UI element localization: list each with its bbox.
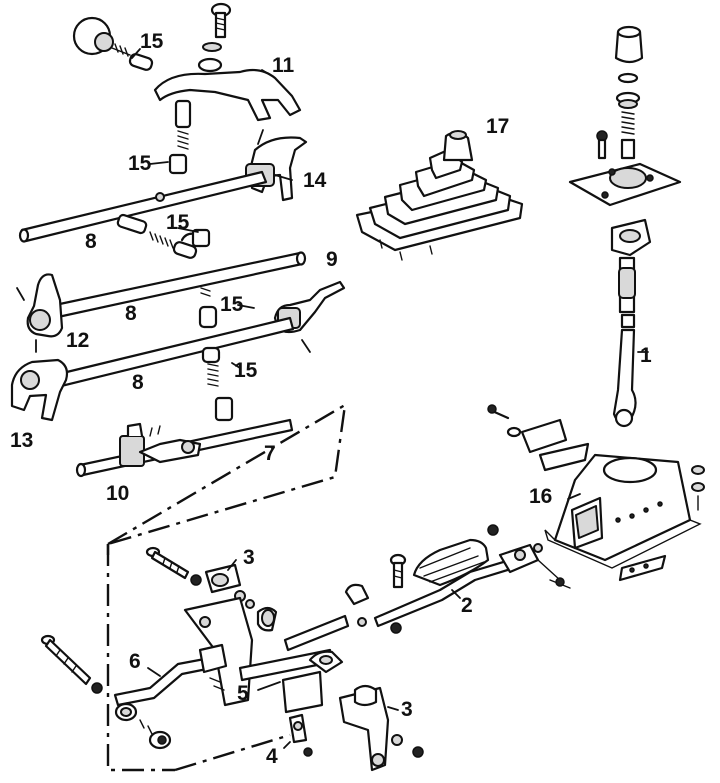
callout-13: 13	[10, 429, 33, 452]
callout-15-upper: 15	[128, 152, 152, 175]
callout-5: 5	[237, 682, 249, 705]
interlock-pin-upper	[168, 99, 192, 175]
linkage-bracket-upper-3	[204, 563, 255, 609]
shift-rod-upper	[18, 170, 268, 243]
detent-pin-set-middle	[116, 213, 211, 259]
linkage-rod-5	[238, 614, 350, 714]
fork-top-bolt	[197, 2, 232, 73]
shift-rod-middle	[53, 251, 307, 319]
gear-knob	[614, 25, 644, 64]
callout-11: 11	[272, 54, 295, 77]
linkage-rod-6	[113, 643, 228, 707]
callout-8-middle: 8	[125, 302, 137, 325]
shifter-housing-16	[544, 453, 702, 569]
gearshift-rod-2	[373, 524, 571, 628]
selector-lever-10	[119, 422, 202, 467]
callout-8-lower: 8	[132, 371, 144, 394]
selector-fork-12	[26, 273, 64, 338]
leader-11	[261, 69, 273, 77]
linkage-bolt-left-lower	[40, 634, 103, 694]
callout-15-lower: 15	[234, 359, 258, 382]
callout-3-lower: 3	[401, 698, 413, 721]
callout-15-top: 15	[140, 30, 164, 53]
callout-10: 10	[106, 482, 129, 505]
linkage-bushing-set	[114, 702, 172, 750]
selector-fork-14	[245, 136, 308, 202]
callout-9: 9	[326, 248, 338, 271]
callout-6: 6	[129, 650, 141, 673]
leader-lines	[131, 48, 581, 749]
leader-14	[257, 129, 264, 145]
leader-5	[257, 681, 281, 691]
detent-spring-middle	[198, 287, 218, 329]
detent-cap-nut	[72, 16, 154, 71]
pivot-bolt-near-2	[389, 553, 407, 589]
callout-7: 7	[264, 442, 276, 465]
linkage-pin-4	[288, 713, 313, 757]
callout-4: 4	[266, 745, 278, 768]
assembly-boundary-lines	[106, 402, 347, 772]
callout-8-upper: 8	[85, 230, 97, 253]
selector-fork-13	[10, 358, 69, 422]
callout-1: 1	[640, 344, 652, 367]
callout-15-middle: 15	[166, 211, 190, 234]
clevis-near-2	[344, 583, 402, 634]
callout-15-rod: 15	[220, 293, 244, 316]
gear-lever-1	[610, 218, 652, 428]
gear-lever-base-plate	[568, 162, 682, 207]
leader-2	[451, 589, 461, 599]
gear-lever-upper-parts	[596, 72, 641, 160]
callout-12: 12	[66, 329, 89, 352]
shift-boot-17	[355, 130, 524, 261]
linkage-bracket-lower-3	[338, 684, 424, 772]
callout-16: 16	[529, 485, 552, 508]
callout-3-upper: 3	[243, 546, 255, 569]
linkage-bolt-left-upper	[145, 546, 202, 586]
leader-9-mark	[301, 339, 311, 353]
callout-14: 14	[303, 169, 327, 192]
callout-labels: 15 11 17 15 14 15 8 9 15 8 12 1 15 8 13 …	[10, 30, 652, 768]
selector-fork-11	[153, 68, 302, 122]
housing-bracket-parts	[487, 404, 705, 582]
leader-12-mark	[16, 287, 25, 301]
callout-17: 17	[486, 115, 509, 138]
detent-pin-set-lower	[201, 346, 234, 422]
callout-2: 2	[461, 594, 473, 617]
